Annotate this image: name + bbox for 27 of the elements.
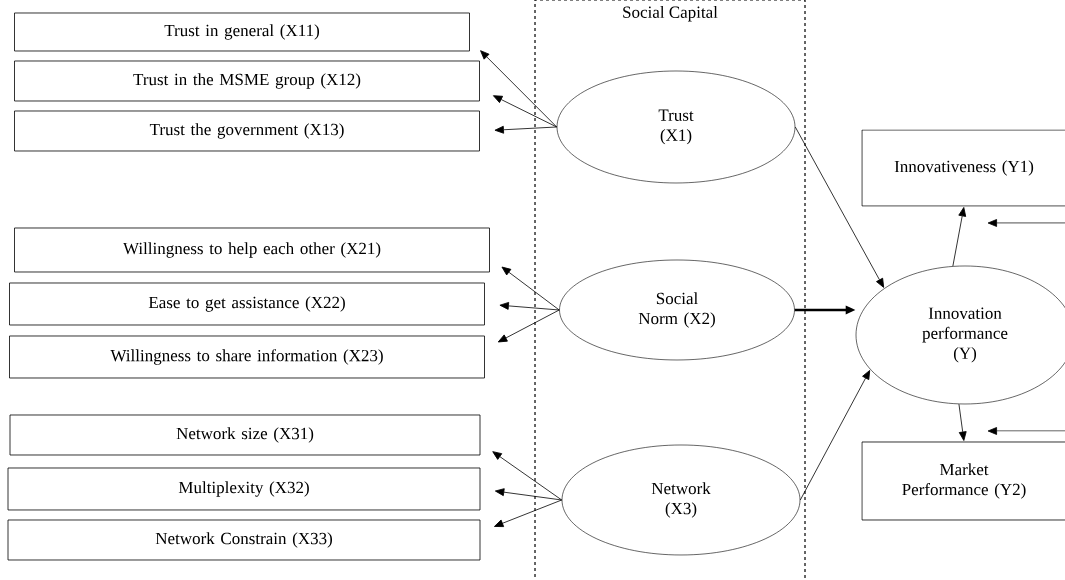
arrow — [952, 207, 967, 267]
arrow — [958, 403, 967, 441]
indicator-box: Ease to get assistance (X22) — [9, 282, 485, 326]
arrow — [493, 95, 558, 128]
arrow — [492, 451, 563, 501]
arrow — [987, 427, 1065, 435]
indicator-box: Trust in the MSME group (X12) — [14, 60, 480, 102]
indicator-box: Trust the government (X13) — [14, 110, 480, 152]
arrow — [494, 125, 558, 134]
arrow — [499, 302, 560, 311]
indicator-box: Willingness to help each other (X21) — [14, 227, 490, 273]
arrow — [494, 499, 563, 527]
arrow — [480, 50, 558, 128]
arrow — [494, 488, 563, 501]
indicator-box: Network size (X31) — [9, 414, 481, 456]
arrow — [497, 309, 560, 343]
indicator-box: Market Performance (Y2) — [861, 441, 1065, 521]
indicator-box: Trust in general (X11) — [14, 12, 470, 52]
indicator-box: Network Constrain (X33) — [7, 519, 481, 561]
group-title: Social Capital — [623, 6, 718, 22]
group-frame — [534, 0, 806, 580]
indicator-box: Multiplexity (X32) — [7, 467, 481, 511]
arrow — [799, 370, 871, 501]
indicator-box: Innovativeness (Y1) — [861, 129, 1065, 207]
arrow — [501, 266, 560, 311]
arrow — [987, 219, 1065, 227]
indicator-box: Willingness to share information (X23) — [9, 335, 485, 379]
